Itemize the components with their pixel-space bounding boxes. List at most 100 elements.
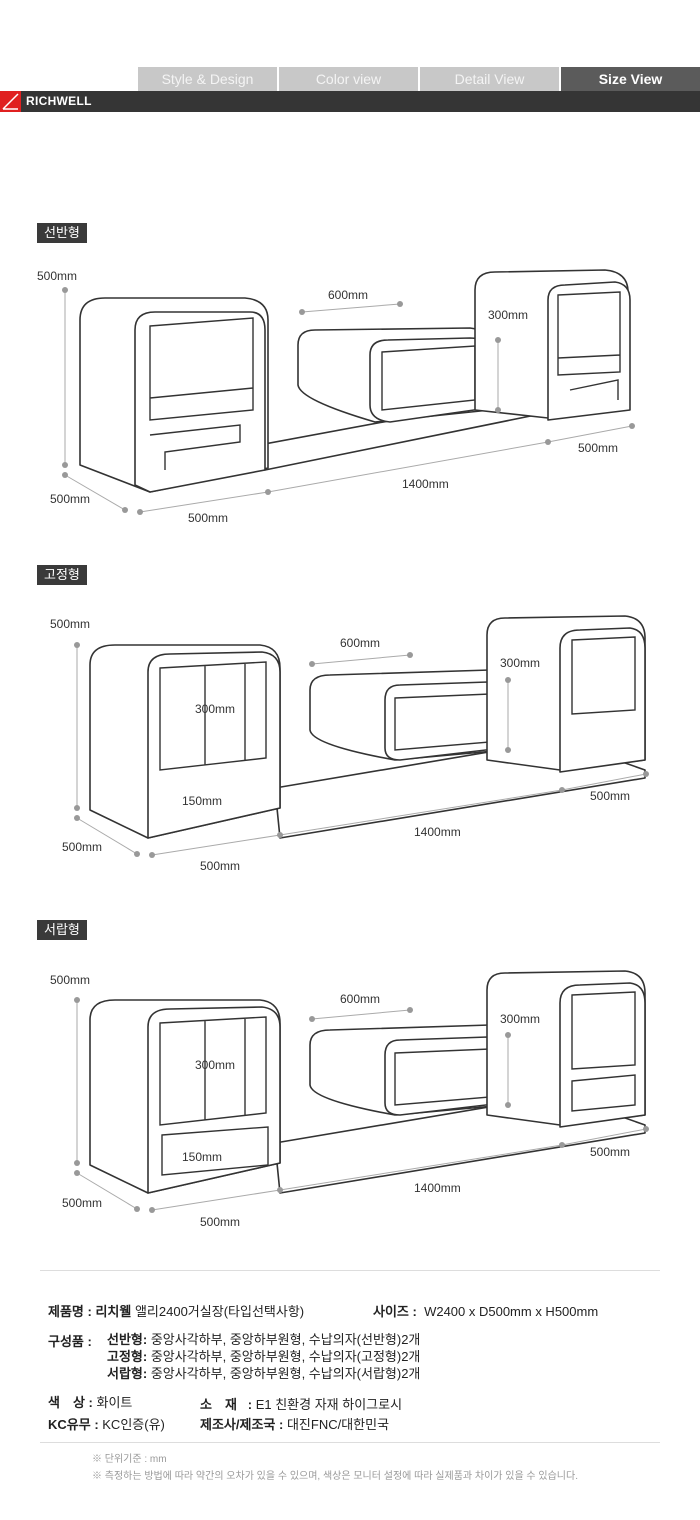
dimension-lines [76, 1000, 647, 1211]
dimension-dot [505, 677, 511, 683]
dim-right-depth: 500mm [590, 1145, 630, 1159]
spec-size: 사이즈 : W2400 x D500mm x H500mm [373, 1301, 598, 1320]
divider [40, 1442, 660, 1443]
dim-height: 500mm [50, 973, 90, 987]
dimension-dot [74, 1170, 80, 1176]
left-cabinet-opening [159, 1016, 267, 1126]
dimension-dot [407, 1007, 413, 1013]
dimension-lines [62, 287, 635, 515]
note-disclaimer: ※ 측정하는 방법에 따라 약간의 오차가 있을 수 있으며, 색상은 모니터 … [92, 1471, 578, 1482]
dimension-dot [74, 805, 80, 811]
right-cabinet [474, 269, 631, 421]
right-cabinet-front [559, 982, 646, 1128]
dim-left-width: 500mm [200, 1215, 240, 1229]
spec-product: 제품명 : 리치웰 앨리2400거실장(타입선택사항) [48, 1304, 305, 1319]
section-title-shelf-type: 선반형 [37, 223, 87, 243]
component-type: 고정형: [107, 1349, 148, 1364]
view-tabs: Style & Design Color view Detail View Si… [138, 67, 700, 91]
color-value: 화이트 [96, 1395, 133, 1410]
component-value: 중앙사각하부, 중앙하부원형, 수납의자(서랍형)2개 [150, 1366, 421, 1381]
furniture-drawing [74, 615, 649, 858]
dim-left-depth: 500mm [50, 492, 90, 506]
tab-size-view[interactable]: Size View [561, 67, 700, 91]
component-value: 중앙사각하부, 중앙하부원형, 수납의자(선반형)2개 [150, 1332, 421, 1347]
tab-style-design[interactable]: Style & Design [138, 67, 279, 91]
left-cabinet [79, 297, 269, 493]
fixed-type-diagram: 500mm 600mm 300mm 300mm 150mm 500mm 1400… [50, 615, 649, 873]
color-label: 색 상 [48, 1395, 85, 1410]
dimension-dot [559, 787, 565, 793]
dimension-dot [309, 1016, 315, 1022]
furniture-drawing [74, 970, 649, 1213]
product-brand: 리치웰 [95, 1304, 132, 1319]
size-label: 사이즈 : [373, 1304, 417, 1319]
kc-label: KC유무 [48, 1417, 91, 1432]
brand-name: RICHWELL [26, 94, 92, 108]
dim-lower-height: 150mm [182, 794, 222, 808]
tab-color-view[interactable]: Color view [279, 67, 420, 91]
dim-left-depth: 500mm [62, 1196, 102, 1210]
dim-middle-width: 600mm [340, 992, 380, 1006]
dimension-dot [407, 652, 413, 658]
dim-middle-height: 300mm [488, 308, 528, 322]
dimension-dot [559, 1142, 565, 1148]
dimension-dot [74, 997, 80, 1003]
spec-components: 선반형: 중앙사각하부, 중앙하부원형, 수납의자(선반형)2개 고정형: 중앙… [107, 1331, 420, 1382]
right-cabinet-opening [571, 636, 636, 715]
dim-inner-height: 300mm [195, 702, 235, 716]
product-label: 제품명 [48, 1304, 84, 1319]
spec-components-label: 구성품 : [48, 1334, 92, 1349]
component-value: 중앙사각하부, 중앙하부원형, 수납의자(고정형)2개 [150, 1349, 421, 1364]
size-value: W2400 x D500mm x H500mm [424, 1304, 599, 1319]
components-label: 구성품 [48, 1334, 84, 1349]
dimension-dot [74, 1160, 80, 1166]
dim-left-depth: 500mm [62, 840, 102, 854]
left-drawer [161, 1126, 269, 1176]
spec-maker: 제조사/제조국 : 대진FNC/대한민국 [200, 1414, 389, 1433]
dimension-dot [309, 661, 315, 667]
section-title-drawer-type: 서랍형 [37, 920, 87, 940]
spec-material: 소 재 : E1 친환경 자재 하이그로시 [200, 1397, 403, 1412]
dimension-dot [505, 1102, 511, 1108]
dim-base-length: 1400mm [414, 1181, 461, 1195]
dim-base-length: 1400mm [414, 825, 461, 839]
divider [40, 1270, 660, 1271]
dimension-lines [76, 645, 647, 856]
material-value: E1 친환경 자재 하이그로시 [255, 1397, 403, 1412]
dimension-dot [149, 1207, 155, 1213]
tab-detail-view[interactable]: Detail View [420, 67, 561, 91]
dim-right-depth: 500mm [578, 441, 618, 455]
right-cabinet-opening [571, 991, 636, 1070]
dim-base-length: 1400mm [402, 477, 449, 491]
dim-inner-height: 300mm [195, 1058, 235, 1072]
note-unit: ※ 단위기준 : mm [92, 1454, 167, 1465]
left-cabinet-front [147, 651, 281, 839]
dim-lower-height: 150mm [182, 1150, 222, 1164]
kc-value: KC인증(유) [102, 1417, 165, 1432]
dim-middle-height: 300mm [500, 656, 540, 670]
spec-kc: KC유무 : KC인증(유) [48, 1417, 165, 1432]
dimension-dot [74, 642, 80, 648]
component-type: 선반형: [107, 1332, 148, 1347]
right-cabinet-front [559, 627, 646, 773]
component-row: 서랍형: 중앙사각하부, 중앙하부원형, 수납의자(서랍형)2개 [107, 1365, 420, 1382]
dim-left-width: 500mm [200, 859, 240, 873]
dim-left-width: 500mm [188, 511, 228, 525]
right-drawer [571, 1074, 636, 1112]
dimension-dot [643, 1126, 649, 1132]
component-row: 고정형: 중앙사각하부, 중앙하부원형, 수납의자(고정형)2개 [107, 1348, 420, 1365]
dim-middle-width: 600mm [340, 636, 380, 650]
dimension-dot [149, 852, 155, 858]
material-label: 소 재 [200, 1397, 237, 1412]
component-row: 선반형: 중앙사각하부, 중앙하부원형, 수납의자(선반형)2개 [107, 1331, 420, 1348]
spec-color: 색 상 : 화이트 [48, 1395, 133, 1410]
richwell-logo-icon [0, 91, 21, 112]
dimension-dot [643, 771, 649, 777]
dim-middle-width: 600mm [328, 288, 368, 302]
dim-height: 500mm [37, 269, 77, 283]
left-cabinet-front [147, 1006, 281, 1194]
middle-unit [297, 327, 491, 423]
dimension-dot [505, 747, 511, 753]
dimension-dot [277, 1187, 283, 1193]
